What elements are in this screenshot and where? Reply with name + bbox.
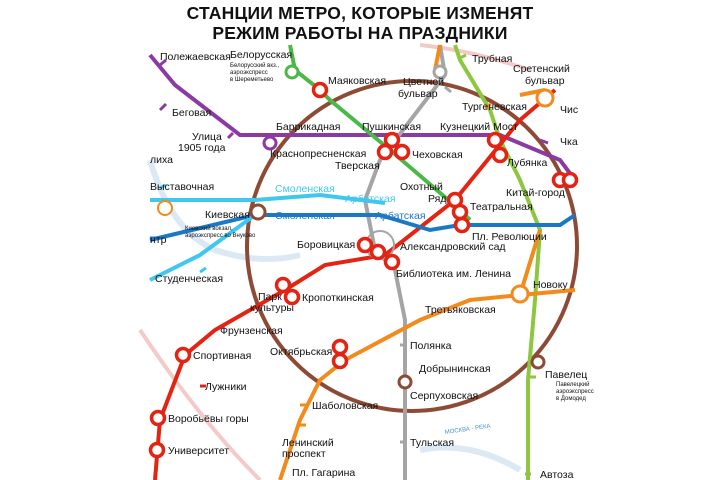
label-oktyabrskaya: Октябрьская [270, 346, 332, 358]
label-vorobyovy: Воробьёвы горы [168, 413, 249, 425]
label-pav-note3: в Домодед [556, 396, 586, 402]
label-pushkinskaya: Пушкинская [362, 121, 421, 133]
label-krasnopresnenskaya: Краснопресненская [270, 148, 366, 160]
label-chis: Чис [560, 104, 578, 116]
red-line [153, 88, 557, 480]
label-belorusskaya-note: Белорусский вкз., [230, 62, 279, 69]
label-moskva-reka: МОСКВА - РЕКА [444, 424, 491, 436]
label-tverskaya: Тверская [335, 160, 380, 172]
label-chekhovskaya: Чеховская [412, 149, 463, 161]
label-shabolovskaya: Шаболовская [312, 400, 378, 412]
label-sretensky-2: бульвар [525, 75, 565, 87]
label-novokuz: Новоку [533, 279, 568, 291]
label-belorusskaya-note2: аэроэкспресс [230, 70, 268, 76]
label-ikha: лиха [150, 154, 173, 166]
label-arbatskaya-top: Арбатская [345, 193, 396, 205]
gray-line [362, 44, 448, 480]
label-serpukhovskaya: Серпуховская [410, 390, 478, 402]
mcc-ring-fragment-2 [419, 43, 531, 72]
label-polyanka: Полянка [410, 340, 452, 352]
station-ticks [150, 53, 549, 476]
label-mayakovskaya: Маяковская [328, 75, 386, 87]
label-dobryninskaya: Добрынинская [419, 363, 491, 375]
label-trubnaya: Трубная [472, 53, 512, 65]
label-pav-note: Павелецкий [556, 381, 590, 388]
label-kiev-note2: аэроэкспресс во Внуково [185, 233, 256, 239]
label-chka: Чка [560, 136, 578, 148]
label-turgenevskaya: Тургеневская [462, 101, 527, 113]
label-belorusskaya: Белорусская [230, 49, 292, 61]
moscow-river [147, 159, 522, 473]
label-universitet: Университет [168, 445, 229, 457]
label-biblioteka: Библиотека им. Ленина [396, 268, 511, 280]
lime-line [453, 44, 543, 480]
label-leninsky: Ленинский [282, 437, 334, 449]
circle-line [245, 79, 579, 413]
label-ryad: Ряд [428, 193, 446, 205]
label-kultury: культуры [250, 302, 294, 314]
label-paveletskaya: Павелец [545, 369, 587, 381]
label-borovitskaya: Боровицкая [297, 239, 355, 251]
label-teatralnaya: Театральная [470, 201, 533, 213]
label-begovaya: Беговая [172, 107, 211, 119]
label-kuznetsky: Кузнецкий Мост [440, 121, 518, 133]
label-kitay-gorod: Китай-город [506, 187, 565, 199]
label-kropotkinskaya: Кропоткинская [302, 292, 374, 304]
light-blue-line [150, 192, 386, 205]
label-smolenskaya: Смоленская [275, 210, 335, 222]
label-tretyakovskaya: Третьяковская [425, 304, 496, 316]
light-blue-line-south [149, 213, 257, 282]
label-ulitsa1905: Улица [192, 131, 222, 143]
label-kiev-note: Киевский вокзал, [185, 225, 233, 232]
label-gagarina: Пл. Гагарина [292, 467, 355, 479]
map-title-line2: РЕЖИМ РАБОТЫ НА ПРАЗДНИКИ [212, 23, 508, 43]
label-tsvetnoy-2: бульвар [398, 88, 438, 100]
label-tulskaya: Тульская [410, 437, 454, 449]
label-ntr: нтр [150, 234, 167, 246]
label-barrikadnaya: Баррикадная [276, 121, 340, 133]
label-lubyanka: Лубянка [507, 157, 547, 169]
label-luzhniki: Лужники [205, 381, 247, 393]
highlighted-stations [148, 81, 579, 459]
label-pl-revolyutsii: Пл. Революции [472, 231, 547, 243]
label-sportivnaya: Спортивная [193, 350, 251, 362]
label-pav-note2: аэроэкспресс [556, 389, 594, 395]
label-park: Парк [258, 291, 282, 303]
label-kievskaya: Киевская [205, 209, 250, 221]
label-belorusskaya-note3: в Шереметьево [230, 77, 274, 83]
label-okhotny: Охотный [400, 181, 443, 193]
label-sretensky: Сретенский [513, 63, 570, 75]
label-polezhaevskaya: Полежаевская [160, 51, 231, 63]
label-aleksandrovsky: Александровский сад [400, 241, 506, 253]
label-tsvetnoy: Цветной [403, 76, 444, 88]
label-avto: Автоза [540, 469, 574, 480]
map-title-line1: СТАНЦИИ МЕТРО, КОТОРЫЕ ИЗМЕНЯТ [186, 3, 534, 23]
label-studencheskaya: Студенческая [155, 273, 223, 285]
label-smolenskaya-top: Смоленская [275, 183, 335, 195]
label-leninsky-2: проспект [282, 448, 326, 460]
label-arbatskaya: Арбатская [375, 210, 426, 222]
label-frunzenskaya: Фрунзенская [220, 325, 283, 337]
mcc-ring-fragment [138, 328, 262, 480]
label-vystavochnaya: Выставочная [150, 181, 214, 193]
label-ulitsa1905-2: 1905 года [178, 142, 226, 154]
